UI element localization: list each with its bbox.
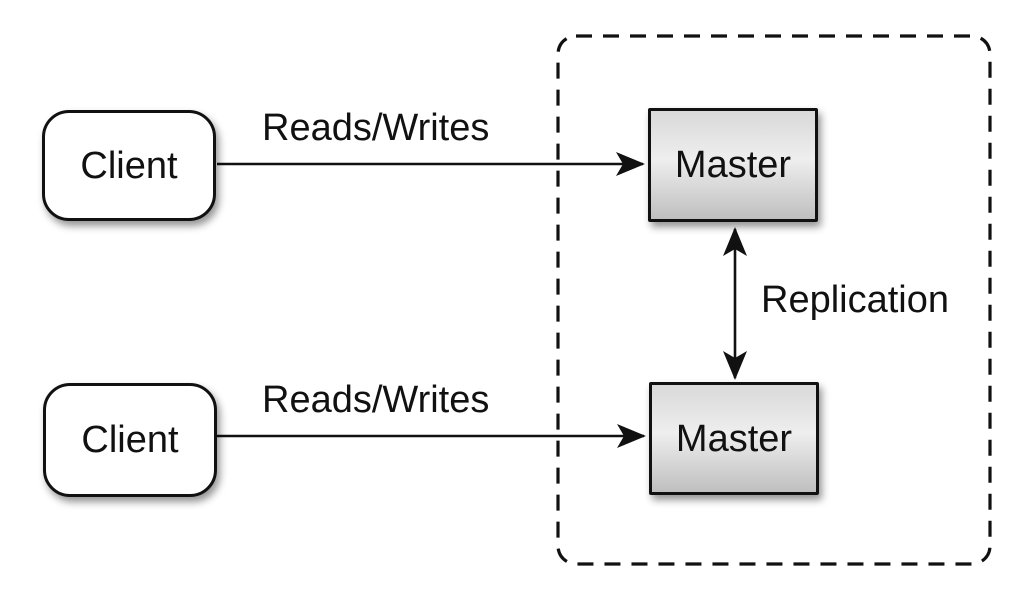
client-node-bottom-label: Client: [81, 419, 179, 461]
master-node-bottom: Master: [649, 382, 819, 495]
client-node-top-label: Client: [80, 144, 178, 187]
master-node-top: Master: [648, 108, 818, 222]
client-node-top: Client: [42, 110, 216, 221]
reads-writes-label-bottom: Reads/Writes: [262, 379, 490, 421]
client-node-bottom: Client: [43, 383, 217, 497]
replication-group-boundary: [556, 34, 992, 566]
replication-label: Replication: [761, 279, 949, 321]
master-node-bottom-label: Master: [675, 417, 793, 460]
reads-writes-label-top: Reads/Writes: [262, 107, 490, 149]
master-node-top-label: Master: [674, 144, 792, 186]
